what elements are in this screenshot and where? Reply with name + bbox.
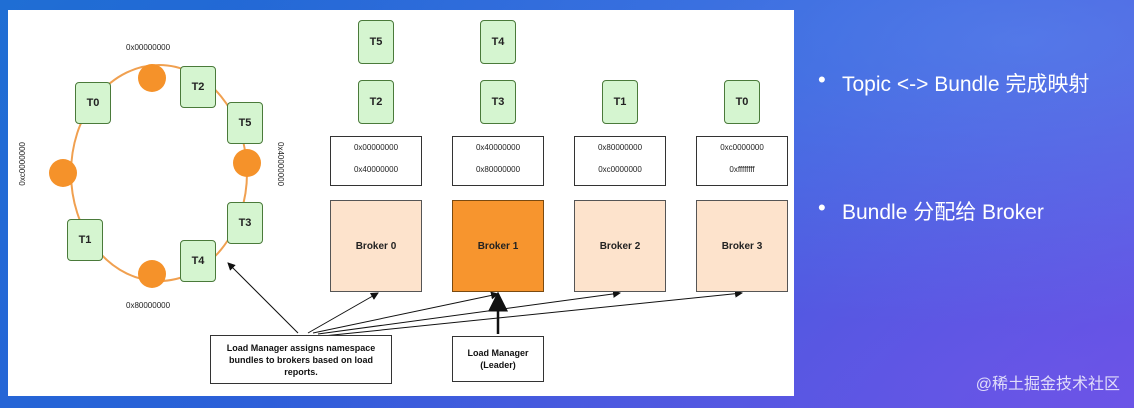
stack-topic-t1: T1 bbox=[602, 80, 638, 124]
hash-label-bottom: 0x80000000 bbox=[126, 301, 171, 310]
range-end: 0xc0000000 bbox=[598, 165, 642, 174]
load-manager-note: Load Manager assigns namespace bundles t… bbox=[210, 335, 392, 384]
bullet-item: Bundle 分配给 Broker bbox=[816, 195, 1044, 226]
ring-topic-t1: T1 bbox=[67, 219, 103, 261]
broker-1-leader: Broker 1 bbox=[452, 200, 544, 292]
bundle-range-3: 0xc0000000 0xffffffff bbox=[696, 136, 788, 186]
hash-label-left: 0xc0000000 bbox=[18, 142, 27, 186]
range-end: 0xffffffff bbox=[729, 165, 755, 174]
stack-topic-t4: T4 bbox=[480, 20, 516, 64]
bundle-range-1: 0x40000000 0x80000000 bbox=[452, 136, 544, 186]
hash-label-right: 0x40000000 bbox=[276, 142, 285, 187]
arrow-to-broker2 bbox=[317, 289, 621, 335]
stack-topic-t5: T5 bbox=[358, 20, 394, 64]
ring-topic-t4: T4 bbox=[180, 240, 216, 282]
arrow-to-t4 bbox=[227, 262, 299, 334]
ring-topic-t2: T2 bbox=[180, 66, 216, 108]
range-start: 0xc0000000 bbox=[720, 143, 764, 152]
range-end: 0x80000000 bbox=[475, 165, 521, 174]
arrow-to-broker3 bbox=[322, 289, 743, 337]
bundle-dot-right bbox=[233, 149, 261, 177]
bundle-dot-bottom bbox=[138, 260, 166, 288]
footer-watermark: @稀土掘金技术社区 bbox=[975, 376, 1120, 393]
broker-2: Broker 2 bbox=[574, 200, 666, 292]
diagram-panel: 0x00000000 0x40000000 0x80000000 0xc0000… bbox=[8, 10, 794, 396]
stack-topic-t0: T0 bbox=[724, 80, 760, 124]
range-start: 0x80000000 bbox=[597, 143, 643, 152]
broker-3: Broker 3 bbox=[696, 200, 788, 292]
leader-note: Load Manager (Leader) bbox=[452, 336, 544, 382]
bundle-dot-left bbox=[49, 159, 77, 187]
bundle-range-0: 0x00000000 0x40000000 bbox=[330, 136, 422, 186]
ring-topic-t0: T0 bbox=[75, 82, 111, 124]
ring-topic-t5: T5 bbox=[227, 102, 263, 144]
diagram-lines bbox=[49, 64, 743, 337]
range-end: 0x40000000 bbox=[353, 165, 399, 174]
stack-topic-t3: T3 bbox=[480, 80, 516, 124]
arrow-to-broker1 bbox=[312, 291, 499, 334]
arrow-to-broker0 bbox=[307, 292, 379, 334]
bullet-item: Topic <-> Bundle 完成映射 bbox=[816, 67, 1089, 98]
range-start: 0x00000000 bbox=[353, 143, 399, 152]
range-start: 0x40000000 bbox=[475, 143, 521, 152]
broker-0: Broker 0 bbox=[330, 200, 422, 292]
bundle-dot-top bbox=[138, 64, 166, 92]
bundle-range-2: 0x80000000 0xc0000000 bbox=[574, 136, 666, 186]
ring-topic-t3: T3 bbox=[227, 202, 263, 244]
stack-topic-t2: T2 bbox=[358, 80, 394, 124]
hash-label-top: 0x00000000 bbox=[126, 43, 171, 52]
